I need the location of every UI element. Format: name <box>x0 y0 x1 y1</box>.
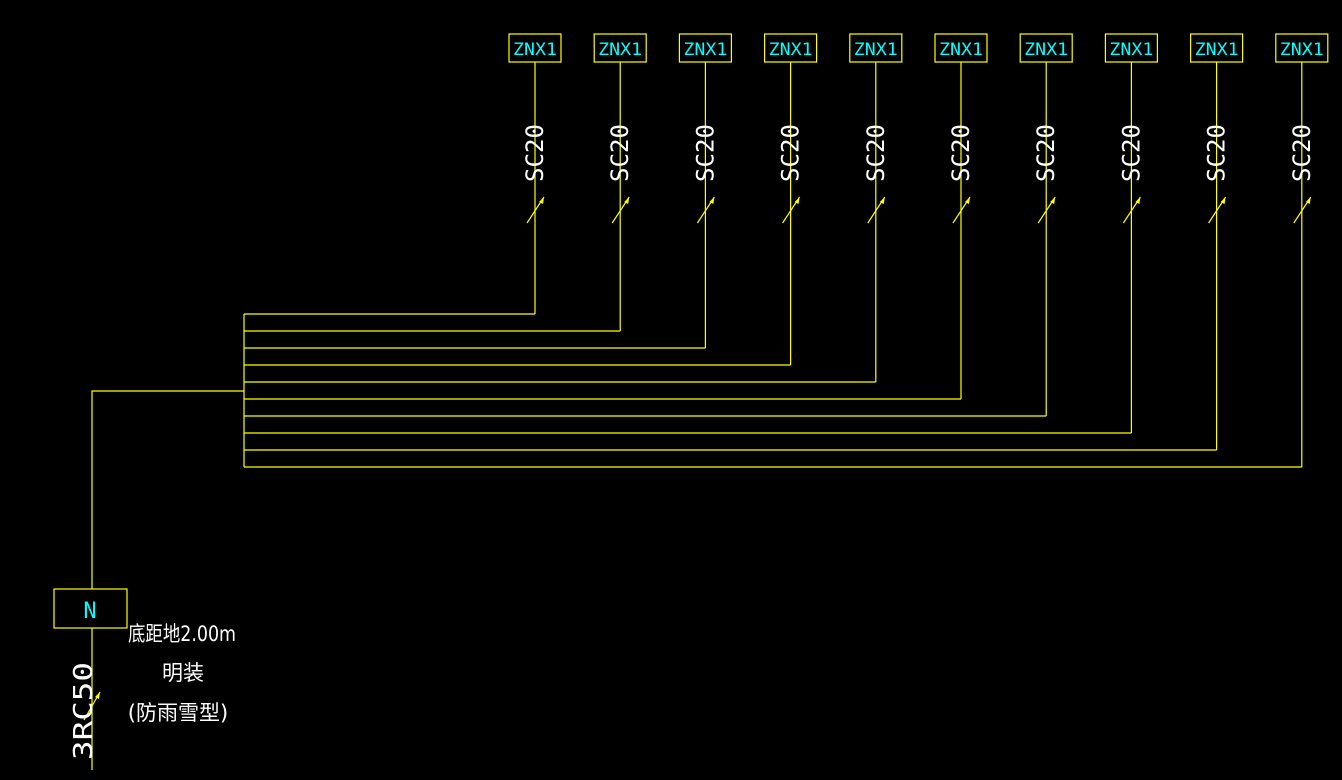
feeder-arrow-head <box>95 692 100 699</box>
conduit-label: SC20 <box>1203 124 1231 182</box>
tick-arrow-head <box>1135 197 1141 204</box>
device-box[interactable] <box>1275 33 1329 63</box>
device-label: ZNX1 <box>513 40 557 60</box>
conduit-label: SC20 <box>947 124 975 182</box>
main-box-label: N <box>83 599 96 624</box>
device-box[interactable] <box>1019 33 1073 63</box>
device-label: ZNX1 <box>598 40 642 60</box>
device-box[interactable] <box>763 33 818 63</box>
device-label: ZNX1 <box>683 40 727 60</box>
mounting-height-note: 底距地2.00m <box>128 622 236 646</box>
tick-arrow-head <box>794 197 800 204</box>
conduit-label: SC20 <box>691 124 719 182</box>
tick-arrow-head <box>1305 197 1311 204</box>
conduit-label: SC20 <box>1117 124 1145 182</box>
surface-mount-note: 明装 <box>162 661 204 685</box>
device-box[interactable] <box>593 33 647 63</box>
device-label: ZNX1 <box>769 40 813 60</box>
feeder-line-to-bus <box>91 390 244 589</box>
device-box[interactable] <box>1189 33 1244 63</box>
device-box[interactable] <box>1104 33 1159 63</box>
tick-arrow-head <box>624 197 630 204</box>
device-label: ZNX1 <box>1024 40 1068 60</box>
tick-arrow-head <box>879 197 885 204</box>
conduit-label: SC20 <box>606 124 634 182</box>
device-box[interactable] <box>508 33 562 63</box>
device-label: ZNX1 <box>854 40 898 60</box>
tick-arrow-head <box>965 197 970 204</box>
device-label: ZNX1 <box>1109 40 1153 60</box>
conduit-label: SC20 <box>777 124 805 182</box>
weatherproof-note: (防雨雪型) <box>128 701 228 725</box>
device-label: ZNX1 <box>1280 40 1324 60</box>
main-box-group: N 3RC50 底距地2.00m 明装 (防雨雪型) <box>53 588 236 770</box>
tick-arrow-head <box>539 197 544 204</box>
main-conduit-label: 3RC50 <box>69 662 99 760</box>
main-box[interactable] <box>53 588 128 629</box>
tick-arrow-head <box>709 197 715 204</box>
conduit-label: SC20 <box>1032 124 1060 182</box>
tick-arrow-head <box>1050 197 1056 204</box>
device-label: ZNX1 <box>939 40 983 60</box>
device-label: ZNX1 <box>1195 40 1239 60</box>
conduit-label: SC20 <box>1288 124 1316 182</box>
device-box[interactable] <box>849 33 903 63</box>
device-box[interactable] <box>678 33 733 63</box>
tick-arrow-head <box>1220 197 1226 204</box>
device-box[interactable] <box>934 33 988 63</box>
conduit-label: SC20 <box>862 124 890 182</box>
device-group: ZNX1SC20ZNX1SC20ZNX1SC20ZNX1SC20ZNX1SC20… <box>508 33 1329 224</box>
conduit-label: SC20 <box>521 124 549 182</box>
wire-group <box>91 62 1303 589</box>
